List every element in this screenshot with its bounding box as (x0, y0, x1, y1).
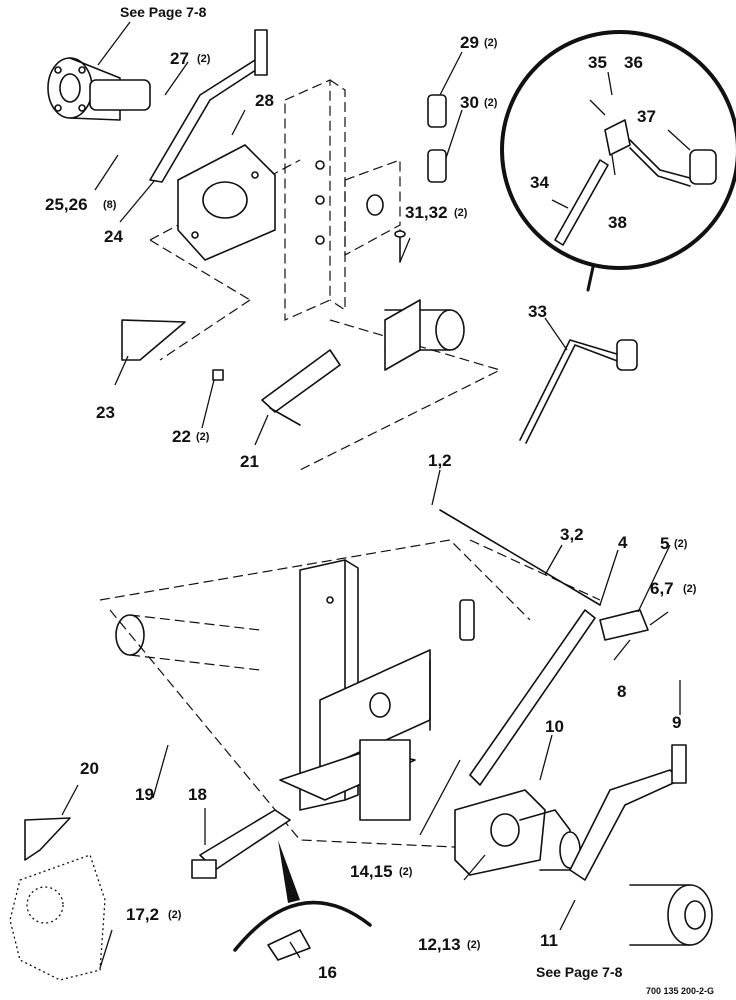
callout-38: 38 (608, 213, 627, 232)
bushing-part-29 (427, 94, 447, 128)
callout-25-26-qty: (8) (103, 199, 117, 211)
callout-21: 21 (240, 452, 259, 471)
brace-part-18 (191, 809, 291, 879)
callout-17-2: 17,2 (126, 905, 159, 924)
callout-5-qty: (2) (674, 538, 688, 550)
callout-17-2-qty: (2) (168, 909, 182, 921)
bearing-plate-part-10 (454, 789, 581, 876)
callout-18: 18 (188, 785, 207, 804)
upright-channel (284, 79, 346, 321)
callout-14-15-qty: (2) (399, 866, 413, 878)
callout-30: 30 (460, 93, 479, 112)
rod-part-34 (554, 159, 609, 246)
see-page-note-bottom: See Page 7-8 (536, 964, 623, 980)
callout-31-32-qty: (2) (454, 207, 468, 219)
lever-part-4 (469, 609, 596, 786)
callout-19: 19 (135, 785, 154, 804)
arm-part-11 (569, 744, 687, 881)
callout-37: 37 (637, 107, 656, 126)
callout-20: 20 (80, 759, 99, 778)
nut-part-22 (212, 369, 224, 381)
callout-16: 16 (318, 963, 337, 982)
handle-part-37 (629, 139, 717, 187)
callout-24: 24 (104, 227, 123, 246)
callout-36: 36 (624, 53, 643, 72)
leader-lines (61, 21, 691, 969)
callout-labels: See Page 7-8 27 (2) 28 25,26 (8) 24 29 (… (45, 4, 714, 996)
callout-22: 22 (172, 427, 191, 446)
callout-25-26: 25,26 (45, 195, 88, 214)
bracket-part-23 (121, 319, 186, 361)
arm-part-27 (149, 29, 268, 183)
callout-14-15: 14,15 (350, 862, 393, 881)
callout-28: 28 (255, 91, 274, 110)
detail-arc-16 (233, 840, 372, 961)
callout-12-13: 12,13 (418, 935, 461, 954)
bearing-plate-part-28 (177, 144, 276, 261)
callout-4: 4 (618, 533, 628, 552)
callout-8: 8 (617, 682, 626, 701)
crossbar (279, 739, 416, 821)
callout-5: 5 (660, 534, 669, 553)
callout-27-qty: (2) (197, 53, 211, 65)
hub-lower (629, 884, 713, 946)
clip-part-38 (604, 119, 631, 156)
callout-33: 33 (528, 302, 547, 321)
callout-22-qty: (2) (196, 431, 210, 443)
upper-assembly (47, 29, 502, 471)
callout-10: 10 (545, 717, 564, 736)
handle-part-33 (519, 339, 638, 444)
callout-29: 29 (460, 33, 479, 52)
drawing-number: 700 135 200-2-G (646, 986, 714, 996)
callout-3-2: 3,2 (560, 525, 584, 544)
detail-inset (500, 30, 736, 292)
callout-27: 27 (170, 49, 189, 68)
bolt-part-31 (394, 229, 406, 263)
bushing-part-30 (427, 149, 447, 183)
mount-plate-lower (319, 599, 475, 771)
see-page-note-top: See Page 7-8 (120, 4, 207, 20)
tube-section-lower (115, 614, 261, 671)
callout-9: 9 (672, 713, 681, 732)
lower-assembly (9, 509, 713, 981)
callout-30-qty: (2) (484, 97, 498, 109)
tube-section-upper (384, 299, 465, 371)
callout-6-7-qty: (2) (683, 583, 697, 595)
callout-35: 35 (588, 53, 607, 72)
bracket-part-20 (24, 817, 71, 861)
brace-part-21 (261, 349, 341, 426)
callout-29-qty: (2) (484, 37, 498, 49)
mount-plate (344, 159, 401, 257)
phantom-gear-plate (9, 854, 106, 981)
plate-part-5 (599, 609, 649, 641)
hub-part-25 (47, 57, 151, 121)
callout-6-7: 6,7 (650, 579, 674, 598)
callout-12-13-qty: (2) (467, 939, 481, 951)
callout-1-2: 1,2 (428, 451, 452, 470)
callout-34: 34 (530, 173, 549, 192)
callout-23: 23 (96, 403, 115, 422)
callout-11: 11 (540, 931, 558, 950)
callout-31-32: 31,32 (405, 203, 448, 222)
